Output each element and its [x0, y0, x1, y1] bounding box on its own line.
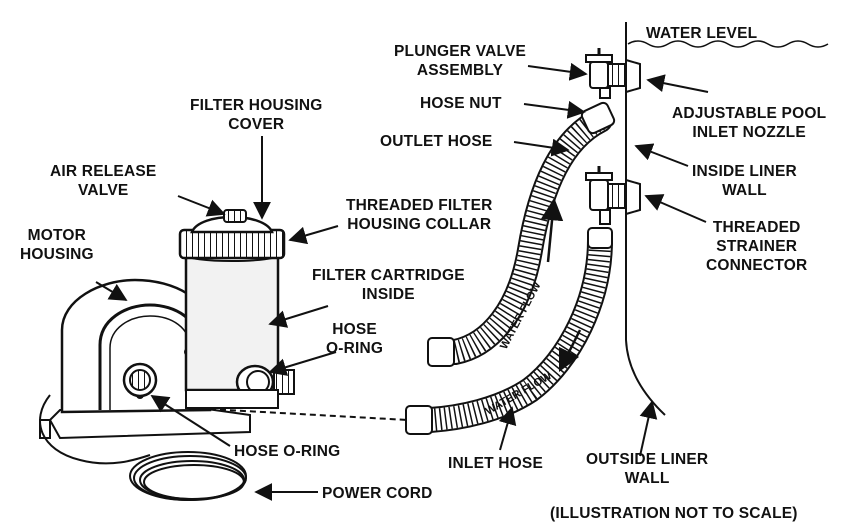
water-level-label: WATER LEVEL: [646, 25, 758, 42]
leader-arrows: [95, 62, 709, 501]
power-cord-label: POWER CORD: [322, 485, 433, 502]
dashed-line-lower: [189, 407, 409, 421]
inlet-hose: [405, 227, 613, 435]
motor-housing: [39, 278, 251, 440]
inlet-hose-label: INLET HOSE: [448, 455, 544, 472]
water-level-line: [627, 40, 829, 48]
strainer-connector-assembly: [585, 166, 641, 225]
not-to-scale-note: (ILLUSTRATION NOT TO SCALE): [550, 505, 798, 522]
power-cord: [39, 394, 247, 501]
hose-nut-label: HOSE NUT: [420, 95, 502, 112]
outlet-hose-label: OUTLET HOSE: [380, 133, 493, 150]
filter-housing: [178, 209, 295, 409]
flow-arrow-down: [558, 329, 582, 373]
plunger-valve-assembly: [585, 48, 641, 99]
flow-arrow-up: [540, 197, 564, 263]
hose-oring-left-label: HOSE O-RING: [234, 443, 341, 460]
